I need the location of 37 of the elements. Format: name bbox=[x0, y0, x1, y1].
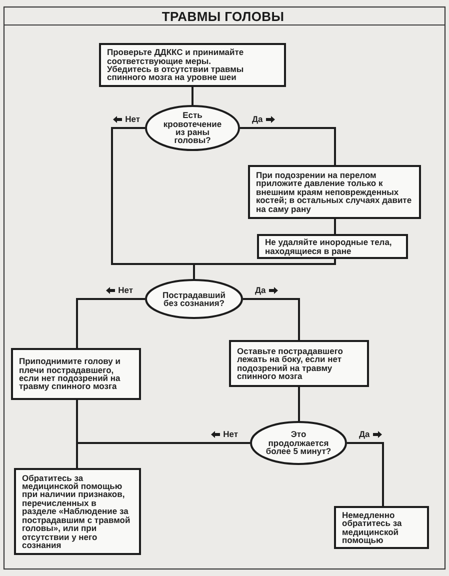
box-text: Оставьте пострадавшего лежать на боку, если нет подозрений на травму спинного мозга bbox=[237, 346, 344, 380]
edge-label: Нет bbox=[118, 286, 133, 295]
process-box bbox=[229, 340, 369, 387]
box-text: Проверьте ДДККС и принимайте соответствующие меры. bbox=[107, 48, 245, 65]
connector-line bbox=[76, 298, 145, 348]
edge-label: Да bbox=[255, 286, 266, 295]
edge-label: Да bbox=[252, 115, 263, 124]
process-box bbox=[334, 506, 429, 549]
connector-line bbox=[334, 219, 336, 234]
process-box bbox=[257, 234, 408, 259]
connector-line bbox=[192, 87, 194, 105]
connector-line bbox=[298, 387, 300, 421]
connector-line bbox=[240, 127, 336, 165]
box-text: Убедитесь в отсутствии травмы спинного мозга на уровне шеи bbox=[107, 65, 245, 82]
connector-line bbox=[243, 298, 300, 340]
connector-line bbox=[347, 442, 384, 506]
decision-ellipse bbox=[145, 279, 243, 319]
edge-label: Да bbox=[359, 430, 370, 439]
connector-line bbox=[193, 259, 336, 279]
process-box bbox=[11, 348, 141, 400]
process-box bbox=[248, 165, 421, 219]
edge-label: Нет bbox=[223, 430, 238, 439]
edge-label: Нет bbox=[125, 115, 140, 124]
box-text: Немедленно обратитесь за медицинской помощью bbox=[342, 510, 403, 544]
diagram-title: ТРАВМЫ ГОЛОВЫ bbox=[162, 10, 284, 24]
ellipse-text: Есть кровотечение из раны головы? bbox=[162, 111, 223, 145]
decision-ellipse bbox=[145, 105, 240, 151]
ellipse-text: Это продолжается более 5 минут? bbox=[264, 430, 332, 456]
ellipse-text: Пострадавший без сознания? bbox=[162, 290, 226, 308]
connector-line bbox=[76, 400, 78, 468]
decision-ellipse bbox=[250, 421, 347, 465]
box-text: Не удаляйте инородные тела, находящиеся в ране bbox=[265, 238, 393, 255]
process-box bbox=[14, 468, 141, 555]
box-text: Обратитесь за медицинской помощью при наличии признаков, перечисленных в разделе «Наблюдение за пострадавшим с травмой головы», или при отсутствии у него сознания bbox=[22, 474, 132, 550]
box-text: При подозрении на перелом приложите давление только к внешним краям неповрежденных костей; в остальных случаях давите на саму рану bbox=[256, 170, 413, 214]
box-text: Приподнимите голову и плечи пострадавшего, если нет подозрений на травму спинного мозга bbox=[19, 357, 122, 391]
process-box bbox=[99, 43, 286, 87]
